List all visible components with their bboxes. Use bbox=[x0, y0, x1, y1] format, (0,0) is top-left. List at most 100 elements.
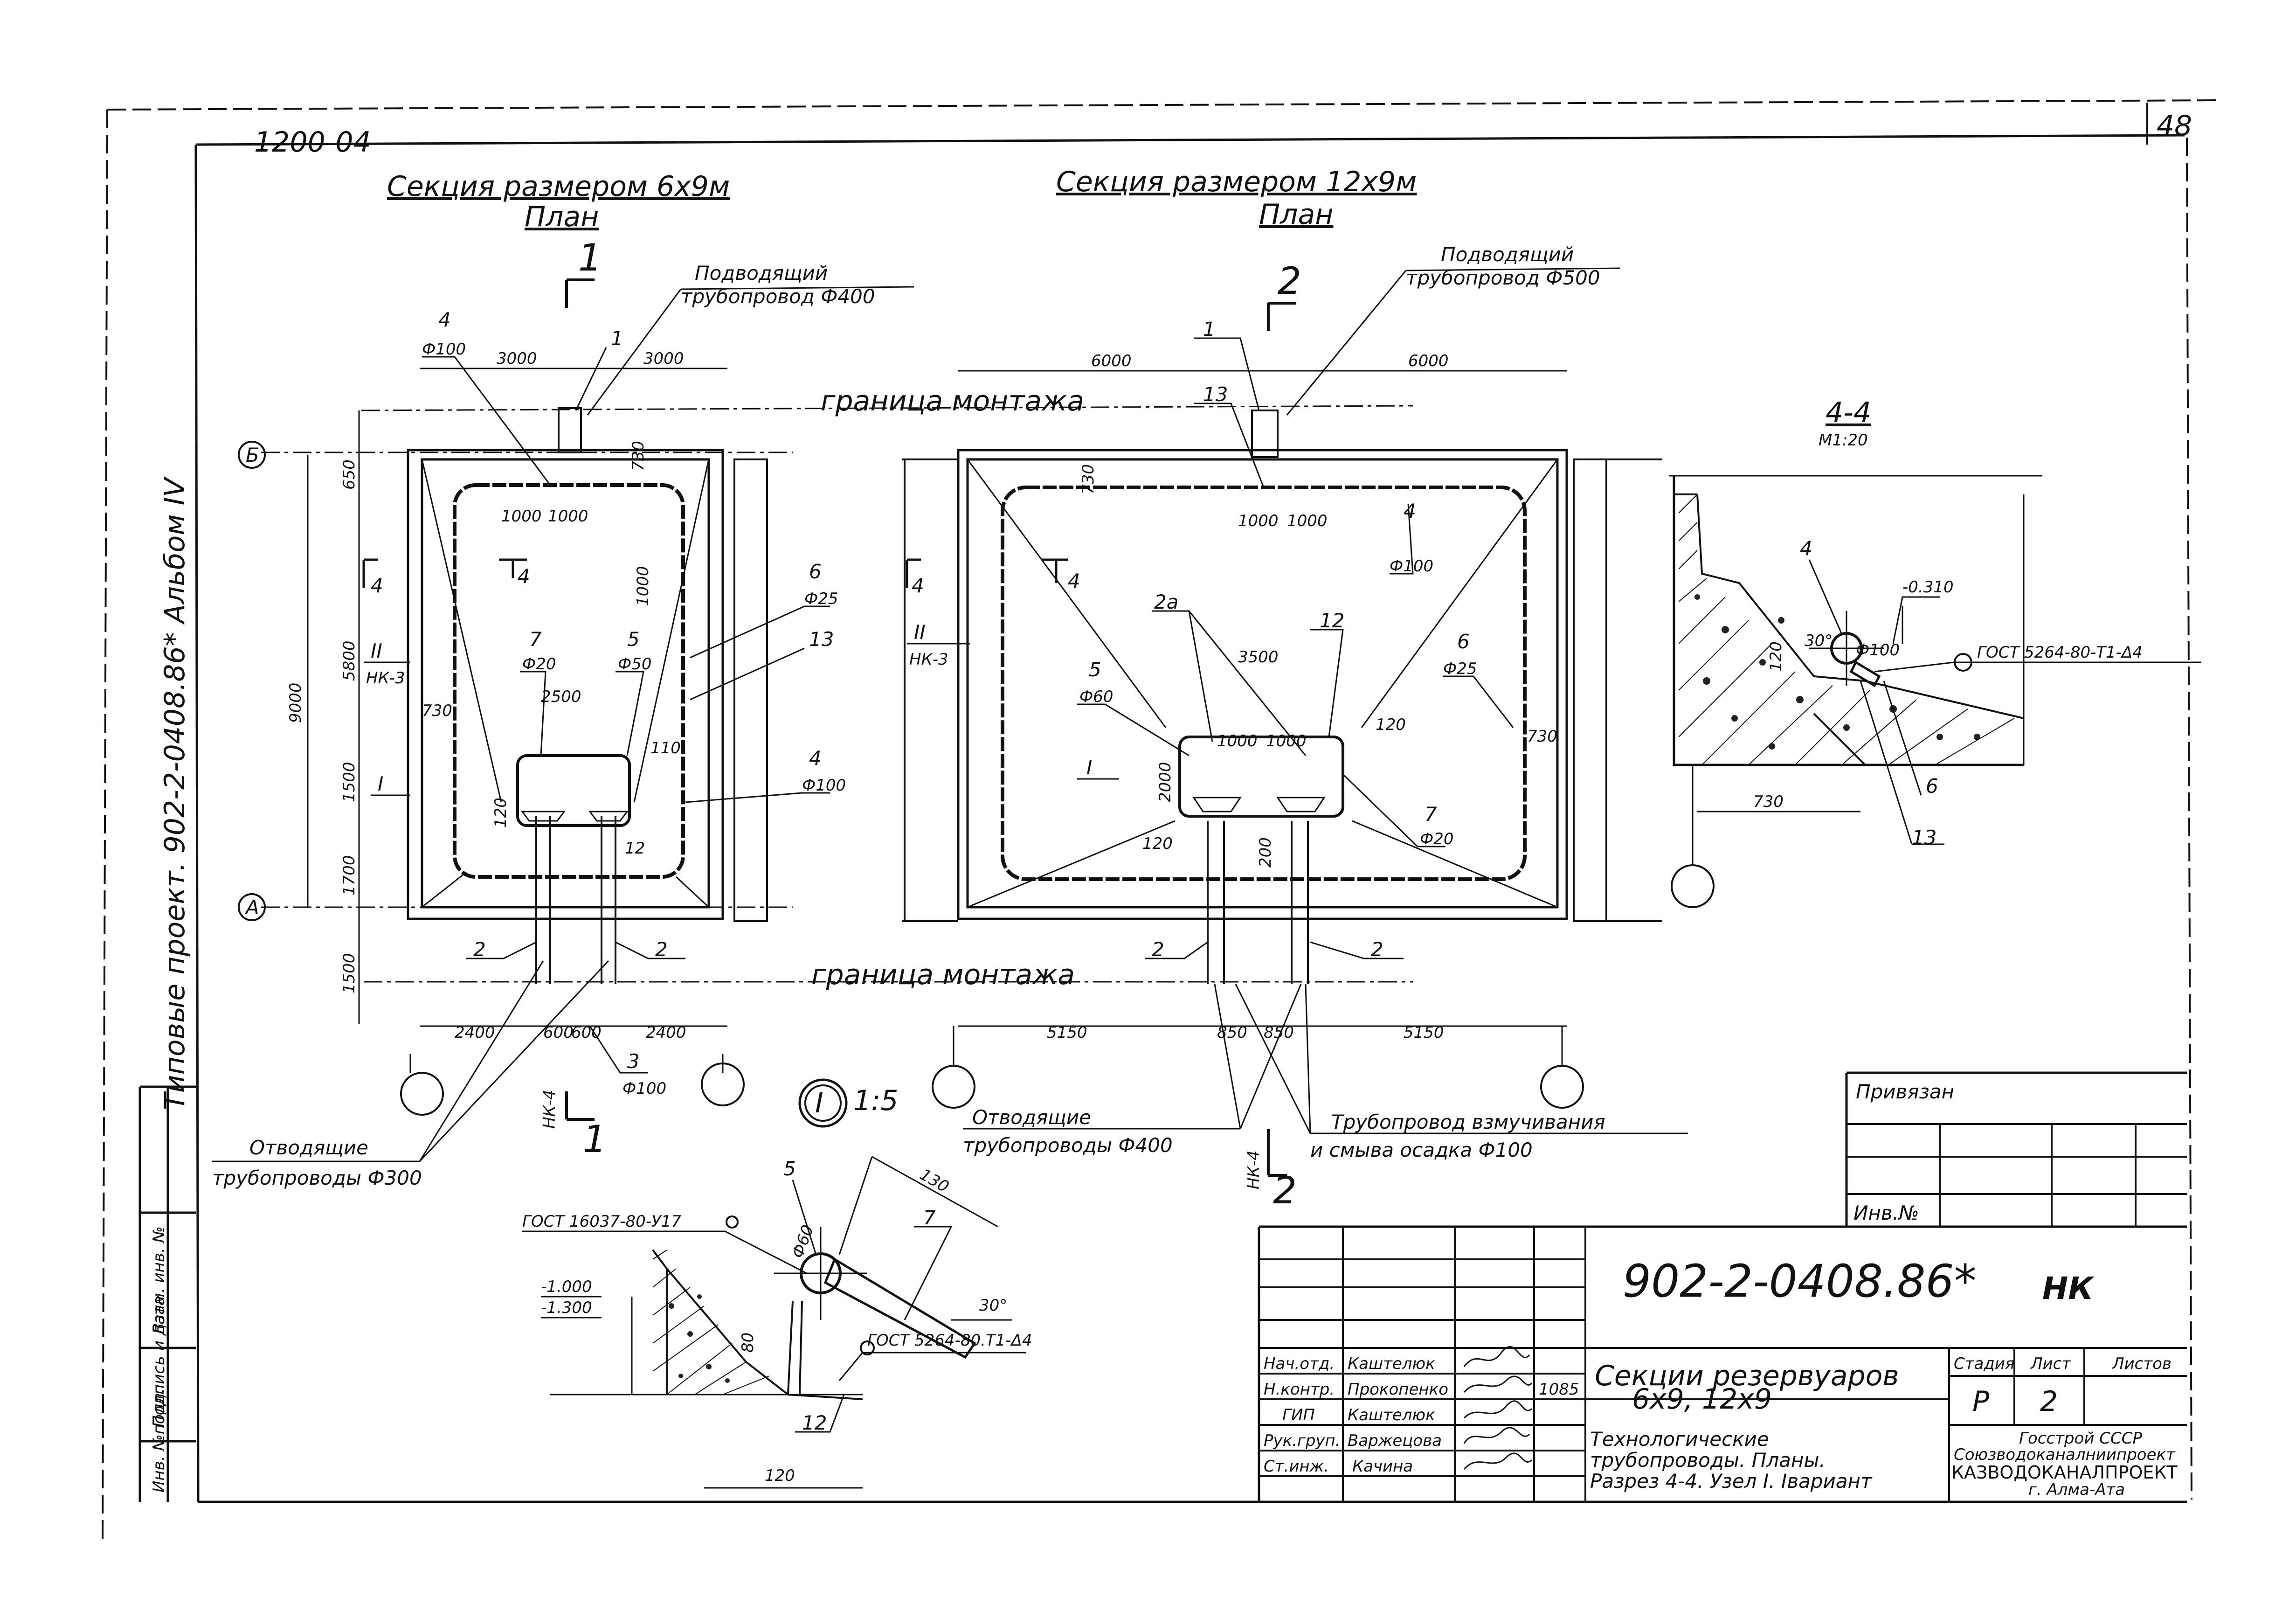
p12-callout-5: 5 bbox=[1089, 658, 1101, 681]
title-drawing-2: трубопроводы. Планы. bbox=[1590, 1449, 1826, 1472]
title-name-1: Секции резервуаров bbox=[1595, 1360, 1899, 1392]
p6-inner-1: 1000 bbox=[501, 507, 542, 526]
plan6x9-subtitle: План bbox=[525, 201, 599, 233]
plan-12x9: Секция размером 12х9м План 2 Подводящий … bbox=[902, 166, 1688, 1212]
sec44-callout-dia: Ф100 bbox=[1856, 641, 1900, 660]
title-org-2: Союзводоканалниипроект bbox=[1954, 1445, 2176, 1464]
p6-callout-4b-dia: Ф100 bbox=[802, 776, 846, 795]
p6-inner-8: 730 bbox=[629, 441, 648, 471]
p6-callout-4b: 4 bbox=[809, 747, 822, 770]
p6-callout-7-dia: Ф20 bbox=[522, 655, 556, 674]
nodeI-level-2: -1.300 bbox=[541, 1299, 592, 1317]
sec44-callout-4: 4 bbox=[1800, 537, 1812, 560]
sheet-frame bbox=[102, 99, 2220, 1540]
title-drawing-1: Технологические bbox=[1590, 1428, 1769, 1451]
staff-role-2: Н.контр. bbox=[1264, 1380, 1335, 1399]
staff-role-1: Нач.отд. bbox=[1264, 1354, 1335, 1373]
sec44-level: -0.310 bbox=[1902, 578, 1954, 597]
staff-role-5: Ст.инж. bbox=[1264, 1457, 1329, 1476]
boundary-label-top: граница монтажа bbox=[821, 385, 1084, 417]
plan12x9-ring-pipe bbox=[1001, 486, 1527, 881]
side-stamp-2: Подпись и дата bbox=[150, 1296, 168, 1427]
p12-node-II: II bbox=[914, 621, 926, 644]
p12-callout-2-left: 2 bbox=[1152, 938, 1164, 961]
p12-node-I: I bbox=[1086, 756, 1092, 779]
p6-callout-1: 1 bbox=[611, 327, 623, 350]
plan12x9-outer-wall bbox=[957, 449, 1568, 920]
p12-dim-bottom-1: 5150 bbox=[1047, 1023, 1087, 1042]
plan12x9-inlet-label-1: Подводящий bbox=[1441, 243, 1574, 266]
p12-callout-6: 6 bbox=[1457, 630, 1470, 653]
nodeI-dim-80: 80 bbox=[739, 1333, 757, 1353]
nodeI-scale: 1:5 bbox=[853, 1084, 899, 1117]
nodeI-gost-right: ГОСТ 5264-80.Т1-Δ4 bbox=[867, 1331, 1032, 1350]
p6-inner-3: 1000 bbox=[634, 566, 652, 606]
p12-node-II-sheet: НК-3 bbox=[909, 650, 948, 669]
p6-callout-5-dia: Ф50 bbox=[618, 655, 652, 674]
staff-name-2: Прокопенко bbox=[1348, 1380, 1448, 1399]
p6-inner-2: 1000 bbox=[548, 507, 588, 526]
p6-callout-13: 13 bbox=[809, 628, 834, 651]
side-stamp-3: Взам. инв. № bbox=[150, 1226, 168, 1334]
p6-node-II: II bbox=[371, 639, 382, 662]
corner-code: 1200-04 bbox=[254, 126, 371, 159]
p6-outlet-label-1: Отводящие bbox=[249, 1136, 368, 1159]
p12-callout-7-dia: Ф20 bbox=[1420, 830, 1454, 848]
node-I: I 1:5 ГОСТ 16037-80-У17 5 7 Ф60 130 30° … bbox=[522, 1078, 1032, 1489]
p6-dim-top-1: 3000 bbox=[497, 349, 537, 368]
p6-callout-5: 5 bbox=[627, 628, 640, 651]
title-drawing-3: Разрез 4-4. Узел I. Iвариант bbox=[1590, 1470, 1873, 1493]
p12-inner-6: 1000 bbox=[1266, 732, 1307, 750]
nodeI-callout-12: 12 bbox=[802, 1411, 827, 1434]
p12-inner-3: 1000 bbox=[1287, 512, 1328, 530]
p6-callout-4: 4 bbox=[438, 308, 451, 331]
p6-callout-4-sec2: 4 bbox=[518, 565, 530, 588]
sec44-gost: ГОСТ 5264-80-Т1-Δ4 bbox=[1977, 643, 2143, 662]
p12-inner-11: 730 bbox=[1527, 727, 1557, 746]
p12-inner-9: 120 bbox=[1142, 834, 1173, 853]
staff-role-3: ГИП bbox=[1282, 1406, 1315, 1424]
staff-role-4: Рук.груп. bbox=[1264, 1431, 1341, 1450]
p12-callout-2-right: 2 bbox=[1371, 938, 1383, 961]
plan12x9-title: Секция размером 12х9м bbox=[1056, 166, 1417, 198]
p12-inner-10: 200 bbox=[1256, 837, 1275, 868]
plan12x9-pit bbox=[1178, 736, 1344, 818]
p12-inner-4: 3500 bbox=[1238, 648, 1279, 667]
section-mark-2-bottom: 2 bbox=[1273, 1169, 1297, 1212]
p6-dim-left-2: 5800 bbox=[340, 640, 359, 681]
plan-6x9: Секция размером 6х9м План 1 Подводящий т… bbox=[212, 170, 914, 1189]
p6-callout-12: 12 bbox=[625, 839, 645, 858]
p6-callout-3-dia: Ф100 bbox=[622, 1079, 666, 1098]
p6-dim-left-1: 650 bbox=[340, 459, 359, 490]
p6-callout-6: 6 bbox=[809, 560, 822, 583]
p6-dim-top-2: 3000 bbox=[643, 349, 684, 368]
p12-inner-5: 1000 bbox=[1217, 732, 1258, 750]
p6-callout-3: 3 bbox=[627, 1050, 640, 1073]
nodeI-level-1: -1.000 bbox=[541, 1278, 592, 1296]
p6-dim-left-3: 1500 bbox=[340, 762, 359, 802]
nodeI-callout-7: 7 bbox=[923, 1206, 936, 1229]
sec44-callout-6: 6 bbox=[1926, 775, 1938, 798]
title-mark: НК bbox=[2042, 1271, 2095, 1306]
p6-callout-2-right: 2 bbox=[655, 938, 668, 961]
title-date: 1085 bbox=[1539, 1380, 1579, 1399]
plan6x9-ring-pipe bbox=[453, 483, 685, 879]
p6-callout-4-sec: 4 bbox=[371, 574, 383, 597]
sheet-number: 48 bbox=[2157, 110, 2192, 142]
p6-dim-bottom-2: 600 bbox=[543, 1023, 574, 1042]
p6-node-I: I bbox=[378, 772, 383, 795]
p6-sheet-ref: НК-4 bbox=[540, 1090, 559, 1129]
p6-callout-6-dia: Ф25 bbox=[804, 590, 838, 608]
sec44-dim-730: 730 bbox=[1753, 792, 1784, 811]
title-org-4: г. Алма-Ата bbox=[2028, 1480, 2125, 1499]
p12-callout-7: 7 bbox=[1425, 803, 1437, 826]
title-sheet-header: Лист bbox=[2030, 1354, 2071, 1373]
p12-callout-4-sec: 4 bbox=[912, 574, 924, 597]
plan6x9-title: Секция размером 6х9м bbox=[387, 170, 730, 203]
p12-flush-label-1: Трубопровод взмучивания bbox=[1331, 1111, 1605, 1133]
signatures bbox=[1463, 1346, 1533, 1470]
p6-dim-left-4: 1700 bbox=[340, 855, 359, 896]
p12-callout-13: 13 bbox=[1203, 383, 1228, 406]
p6-outlet-label-2: трубопроводы Ф300 bbox=[212, 1167, 422, 1189]
